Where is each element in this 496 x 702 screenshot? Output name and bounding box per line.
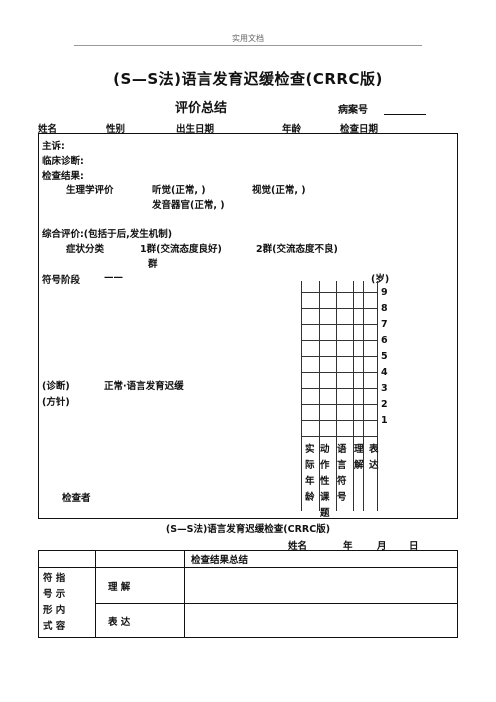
page-header: 实用文档: [232, 34, 264, 43]
row-group-cell: 符 指 号 示 形 内 式 容: [38, 567, 96, 638]
hearing-field: 听觉(正常, ): [152, 185, 206, 196]
stage-dash: ——: [104, 272, 123, 283]
grid-vline: [319, 281, 320, 511]
row-expression-value[interactable]: [184, 603, 458, 638]
row-group-line: 形 内: [43, 604, 66, 616]
document-subtitle: 评价总结: [175, 101, 228, 116]
grid-hline: [301, 404, 377, 405]
diagnosis-label: 临床诊断:: [42, 156, 84, 167]
col-expression-char: 达: [369, 460, 379, 471]
header-rule: [74, 45, 422, 46]
section2-name-label: 姓名: [288, 541, 308, 552]
field-exam-date: 检查日期: [340, 124, 379, 135]
table-corner: [38, 550, 96, 568]
age-tick: 4: [381, 367, 388, 378]
col-comprehension-char: 解: [354, 460, 364, 471]
field-name: 姓名: [38, 124, 58, 135]
group-suffix: 群: [148, 259, 158, 270]
group2-option: 2群(交流态度不良): [256, 244, 338, 255]
examiner-label: 检查者: [62, 493, 91, 504]
col-action-task-char: 课: [320, 492, 330, 503]
evaluation-box: [38, 133, 458, 519]
age-tick: 6: [381, 335, 388, 346]
col-language-symbol-char: 号: [337, 492, 347, 503]
section2-day: 日: [409, 541, 419, 552]
row-group-line: 符 指: [43, 572, 66, 584]
row-comprehension: 理 解: [95, 567, 185, 604]
row-group-line: 号 示: [43, 588, 66, 600]
row-comprehension-value[interactable]: [184, 567, 458, 604]
age-tick: 7: [381, 319, 388, 330]
age-tick: 9: [381, 287, 388, 298]
policy-label: (方针): [42, 397, 70, 408]
case-number-line[interactable]: [384, 114, 426, 115]
col-comprehension-char: 理: [354, 444, 364, 455]
complaint-label: 主诉:: [42, 141, 65, 152]
diag-value: 正常·语言发育迟缓: [104, 381, 184, 392]
row-group-line: 式 容: [43, 620, 66, 632]
field-birthdate: 出生日期: [176, 124, 215, 135]
grid-hline: [301, 356, 377, 357]
col-actual-age-char: 实: [305, 444, 315, 455]
case-number-label: 病案号: [338, 105, 368, 116]
summary-table: 检查结果总结 符 指 号 示 形 内 式 容 理 解 表 达: [38, 550, 458, 638]
table-corner-2: [95, 550, 185, 568]
col-action-task-char: 性: [320, 476, 330, 487]
grid-vline: [336, 281, 337, 511]
table-header-cell: 检查结果总结: [184, 550, 458, 568]
group1-option: 1群(交流态度良好): [140, 244, 222, 255]
results-label: 检查结果:: [42, 171, 84, 182]
col-actual-age-char: 年: [305, 476, 315, 487]
stage-grid: [301, 281, 378, 511]
age-unit-label: (岁): [371, 274, 390, 285]
grid-hline: [301, 420, 377, 421]
col-actual-age-char: 龄: [305, 492, 315, 503]
section2-title: (S—S法)语言发育迟缓检查(CRRC版): [165, 524, 331, 535]
col-action-task-char: 题: [320, 508, 330, 519]
col-language-symbol-char: 符: [337, 476, 347, 487]
section2-month: 月: [377, 541, 387, 552]
col-action-task-char: 作: [320, 460, 330, 471]
physio-label: 生理学评价: [66, 185, 114, 196]
field-age: 年龄: [282, 124, 302, 135]
col-action-task-char: 动: [320, 444, 330, 455]
col-language-symbol-char: 言: [337, 460, 347, 471]
symptom-label: 症状分类: [66, 244, 105, 255]
col-expression-char: 表: [369, 444, 379, 455]
vocal-field: 发音器官(正常, ): [152, 200, 225, 211]
age-tick: 3: [381, 383, 388, 394]
grid-vline: [377, 281, 378, 511]
overall-label: 综合评价:(包括于后,发生机制): [42, 229, 173, 240]
vision-field: 视觉(正常, ): [252, 185, 306, 196]
age-tick: 1: [381, 415, 388, 426]
col-actual-age-char: 际: [305, 460, 315, 471]
diag-label: (诊断): [42, 381, 70, 392]
row-expression: 表 达: [95, 603, 185, 638]
age-tick: 8: [381, 303, 388, 314]
stage-label: 符号阶段: [42, 275, 81, 286]
document-title: (S—S法)语言发育迟缓检查(CRRC版): [113, 70, 383, 88]
age-tick: 5: [381, 351, 388, 362]
grid-hline: [301, 308, 377, 309]
col-language-symbol-char: 语: [337, 444, 347, 455]
grid-hline: [301, 388, 377, 389]
grid-vline: [363, 281, 364, 511]
grid-vline: [301, 281, 302, 511]
age-tick: 2: [381, 399, 388, 410]
grid-vline: [353, 281, 354, 511]
grid-hline: [301, 340, 377, 341]
grid-hline: [301, 292, 377, 293]
grid-hline: [301, 324, 377, 325]
field-gender: 性别: [106, 124, 126, 135]
grid-hline: [301, 372, 377, 373]
grid-hline: [301, 436, 377, 437]
section2-year: 年: [343, 541, 353, 552]
